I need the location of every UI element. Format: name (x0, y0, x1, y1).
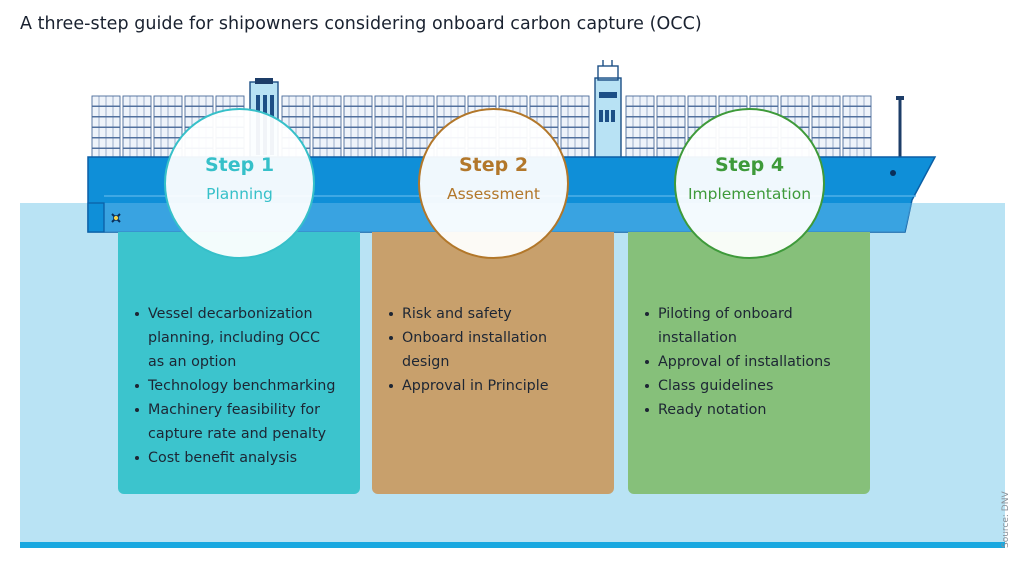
step-2-name: Assessment (447, 185, 540, 203)
propeller-hub (113, 215, 119, 221)
bullet-line: Vessel decarbonization (134, 302, 352, 326)
bullet-line: design (402, 354, 450, 370)
bow-mast (896, 96, 904, 158)
bullet-line: Approval in Principle (388, 374, 606, 398)
bullet-line: Machinery feasibility for (134, 398, 352, 422)
bow-porthole (890, 170, 896, 176)
bullet-line: Onboard installation (388, 326, 606, 350)
step-2-number: Step 2 (458, 154, 529, 176)
bullet-line: Class guidelines (644, 374, 862, 398)
sea-bottom-band (20, 542, 1005, 548)
step-1-number: Step 1 (204, 154, 275, 176)
step-4-name: Implementation (687, 185, 812, 203)
step-1-circle: Step 1 Planning (164, 108, 315, 259)
bullet-line: planning, including OCC (148, 330, 321, 346)
bullet-line: capture rate and penalty (148, 426, 327, 442)
step-4-circle: Step 4 Implementation (674, 108, 825, 259)
rudder (87, 202, 105, 233)
bullet-line: Approval of installations (644, 350, 862, 374)
step-2-circle: Step 2 Assessment (418, 108, 569, 259)
step-4-number: Step 4 (714, 154, 785, 176)
bullet-line: Ready notation (644, 398, 862, 422)
step-1-bullet-list: Vessel decarbonization planning, includin… (134, 302, 352, 470)
step-1-panel: Vessel decarbonization planning, includin… (118, 232, 360, 494)
bullet-line: as an option (148, 354, 237, 370)
bullet-line: installation (658, 330, 737, 346)
bullet-line: Technology benchmarking (134, 374, 352, 398)
bullet-line: Cost benefit analysis (134, 446, 352, 470)
funnel (594, 60, 622, 161)
bullet-line: Piloting of onboard (644, 302, 862, 326)
step-1-name: Planning (206, 185, 273, 203)
page-title: A three-step guide for shipowners consid… (20, 14, 702, 34)
source-credit: Source: DNV (1001, 491, 1011, 548)
bullet-line: Risk and safety (388, 302, 606, 326)
